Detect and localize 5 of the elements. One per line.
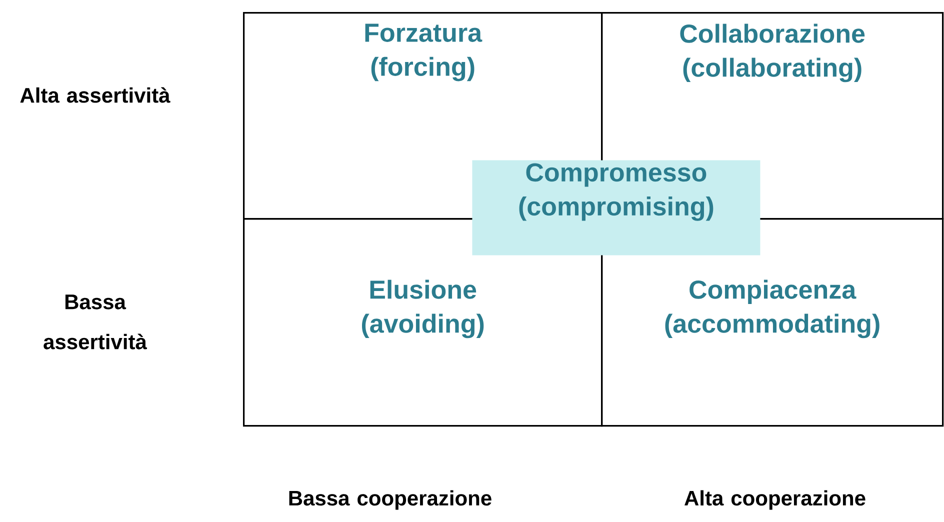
highlight-box: Compromesso (compromising) xyxy=(472,160,760,256)
axis-label: Alta assertività xyxy=(20,87,170,103)
axis-label: Alta cooperazione xyxy=(684,490,866,510)
axis-label: Bassa assertività xyxy=(44,294,147,350)
axis-label: Bassa cooperazione xyxy=(289,490,492,510)
